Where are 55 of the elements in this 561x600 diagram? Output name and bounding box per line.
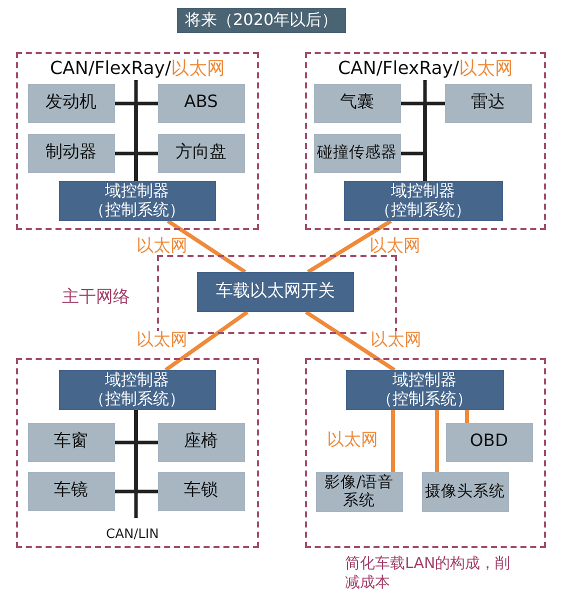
component-box: 碰撞传感器 xyxy=(314,134,400,172)
component-box: 发动机 xyxy=(28,84,114,122)
component-box: 车锁 xyxy=(158,472,244,510)
controller-box xyxy=(58,370,216,410)
component-box: 影像/语音系统 xyxy=(316,472,402,512)
caption-note: 简化车载LAN的构成，削减成本 xyxy=(345,554,512,592)
controller-text: 车载以太网开关 xyxy=(216,282,335,302)
ethernet-link xyxy=(306,219,392,274)
component-box: 雷达 xyxy=(444,84,532,122)
dashed-group-frame xyxy=(305,52,546,230)
ethernet-link xyxy=(304,310,396,372)
controller-text: （控制系统） xyxy=(375,200,471,219)
dashed-group-frame xyxy=(16,52,259,230)
controller-box xyxy=(344,180,502,220)
bus-branch xyxy=(401,152,427,181)
controller-text: 域控制器 xyxy=(105,371,169,390)
ethernet-link xyxy=(391,410,395,472)
group-heading: 主干网络 xyxy=(62,286,130,308)
component-box: 座椅 xyxy=(158,422,244,462)
ethernet-link xyxy=(465,410,469,423)
component-box: 气囊 xyxy=(314,84,400,122)
component-box: 摄像头系统 xyxy=(422,472,508,512)
network-label: 以太网 xyxy=(459,58,514,79)
network-label: 以太网 xyxy=(171,58,226,79)
controller-box xyxy=(197,272,354,312)
component-box: OBD xyxy=(446,422,532,462)
controller-text: （控制系统） xyxy=(376,390,472,408)
component-box: 方向盘 xyxy=(158,134,244,172)
controller-text: （控制系统） xyxy=(89,390,185,408)
bus-label: CAN/LIN xyxy=(106,527,159,542)
ethernet-link xyxy=(435,410,439,472)
controller-box xyxy=(58,180,216,220)
dashed-group-frame xyxy=(16,358,259,548)
dashed-group-frame xyxy=(305,358,546,548)
ethernet-link xyxy=(164,310,248,372)
component-box: 车镜 xyxy=(28,472,114,510)
component-box: ABS xyxy=(158,84,244,122)
bus-label: CAN/FlexRay/ xyxy=(338,58,460,79)
controller-text: 域控制器 xyxy=(392,371,456,390)
edge-label: 以太网 xyxy=(370,236,420,256)
controller-text: 域控制器 xyxy=(391,182,455,200)
ethernet-link xyxy=(166,219,246,274)
bus-branch xyxy=(134,410,158,494)
edge-label: 以太网 xyxy=(327,431,378,450)
bus-label: CAN/FlexRay/ xyxy=(50,58,172,79)
bus-branch xyxy=(134,152,158,181)
edge-label: 以太网 xyxy=(370,331,422,350)
component-box: 车窗 xyxy=(28,422,114,462)
controller-box xyxy=(346,370,504,410)
component-box: 制动器 xyxy=(28,134,114,172)
title-banner: 将来（2020年以后） xyxy=(177,8,346,33)
edge-label: 以太网 xyxy=(136,331,188,350)
controller-text: （控制系统） xyxy=(89,200,185,219)
controller-text: 域控制器 xyxy=(105,182,169,200)
edge-label: 以太网 xyxy=(136,236,188,256)
